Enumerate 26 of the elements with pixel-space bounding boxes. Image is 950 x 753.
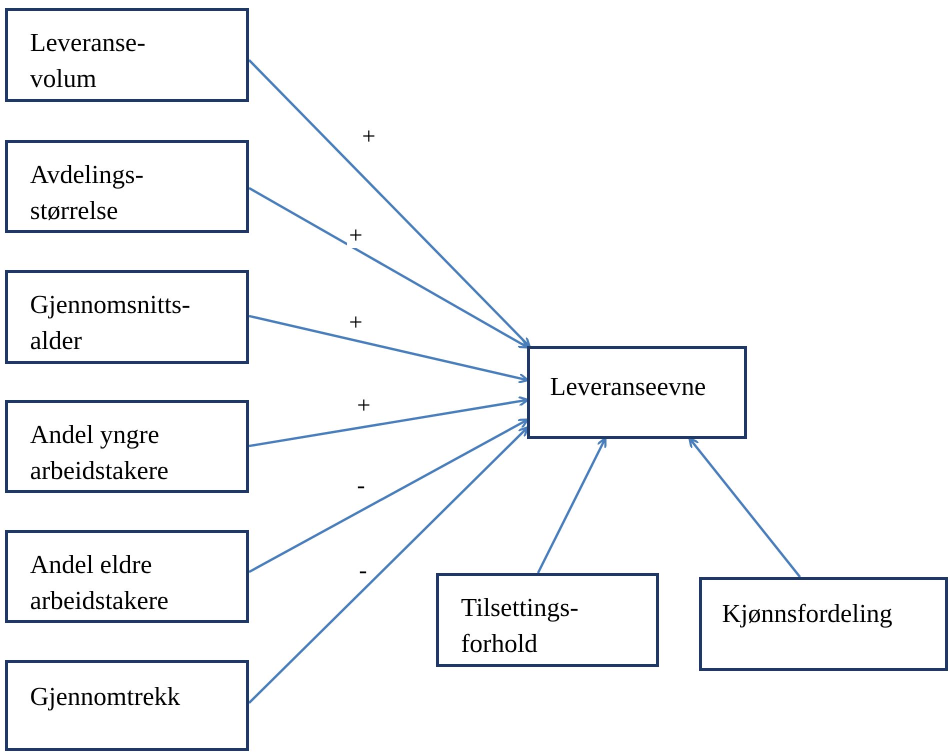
arrow (536, 437, 606, 574)
factor-box (5, 400, 249, 493)
factor-box (5, 660, 249, 751)
arrow (248, 186, 529, 349)
factor-box (5, 8, 249, 102)
arrow (248, 314, 529, 384)
arrow (688, 437, 801, 578)
factor-box (699, 577, 948, 671)
factor-box (5, 270, 249, 364)
box-label: Andel yngre arbeidstakere (30, 419, 170, 487)
box-label: Avdelings- størrelse (30, 159, 145, 227)
box-label: Andel eldre arbeidstakere (30, 549, 170, 617)
box-label: Kjønnsfordeling (722, 598, 894, 630)
factor-box (527, 346, 747, 439)
arrow (248, 418, 529, 574)
arrow (248, 59, 531, 348)
arrow (248, 396, 529, 448)
box-label: Tilsettings- forhold (461, 592, 580, 660)
arrow (248, 426, 529, 704)
box-label: Leveranse- volum (30, 27, 146, 95)
box-label: Gjennomtrekk (30, 681, 182, 713)
box-label: Gjennomsnitts- alder (30, 289, 192, 357)
factor-box (436, 573, 659, 667)
factor-box (5, 140, 249, 233)
factor-box (5, 530, 249, 623)
box-label: Leveranseevne (550, 371, 707, 403)
